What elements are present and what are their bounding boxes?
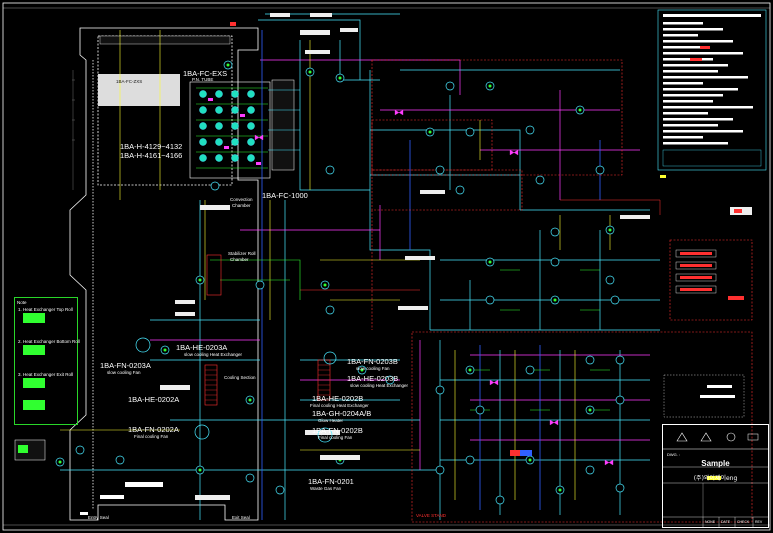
logo-icon xyxy=(726,432,736,442)
fan-symbols xyxy=(135,337,337,443)
warning-icon xyxy=(700,432,712,442)
fn-0203b-tag: 1BA-FN-0203B xyxy=(347,357,398,366)
right-panel-rows xyxy=(675,249,717,294)
he-0203a-tag: 1BA-HE-0203A xyxy=(176,343,228,352)
he-0203a-desc: slow cooling Heat Exchanger xyxy=(184,352,243,357)
he-0203b-tag: 1BA-HE-0203B xyxy=(347,374,399,383)
h-4129-label: 1BA-H-4129~4132 xyxy=(120,142,183,151)
heat-exchanger-stacks xyxy=(204,254,331,406)
entry-seal-label: Entry Seal xyxy=(88,515,109,520)
title-sample: Sample xyxy=(701,459,730,468)
footer-cell: REV xyxy=(755,520,763,524)
notes-panel xyxy=(657,9,767,171)
furnace-hatch xyxy=(98,74,180,106)
fn-0202a-tag: 1BA-FN-0202A xyxy=(128,425,179,434)
footer-cell: NONE xyxy=(705,520,716,524)
legend-row: 1. Heat Exchanger Top Roll xyxy=(18,307,73,312)
red-dashed-boundaries xyxy=(371,59,753,523)
stabilizer-sublabel: Chamber xyxy=(230,257,249,262)
fn-0201-tag: 1BA-FN-0201 xyxy=(308,477,354,486)
exit-seal-label: Exit Seal xyxy=(232,515,250,520)
company-name: (주)와이제이eng xyxy=(693,475,738,482)
fn-0203b-desc: slow cooling Fan xyxy=(356,366,390,371)
he-0202b-tag: 1BA-HE-0202B xyxy=(312,394,364,403)
legend-box: Note 1. Heat Exchanger Top Roll 2. Heat … xyxy=(14,297,80,425)
h-4161-label: 1BA-H-4161~4166 xyxy=(120,151,183,160)
warning-icon xyxy=(676,432,688,442)
valve-symbols xyxy=(254,109,614,466)
fn-0202b-tag: 1BA-FN-0202B xyxy=(312,426,363,435)
dwg-label: DWG. : xyxy=(667,452,681,457)
he-0202b-desc: Final cooling Heat Exchanger xyxy=(310,403,369,408)
convection-label: Convection xyxy=(230,197,253,202)
stamp-icon xyxy=(747,433,759,441)
pipe-network-blue xyxy=(261,30,601,520)
stabilizer-label: Stabilizer Roll xyxy=(228,251,256,256)
legend-row: 3. Heat Exchanger Exit Roll xyxy=(18,372,74,377)
fn-0203a-desc: slow cooling Fan xyxy=(107,370,141,375)
pipe-network-yellow xyxy=(60,30,611,500)
footer-cell: DATE xyxy=(721,520,731,524)
pipe-network-magenta xyxy=(150,59,650,470)
title-block-lines xyxy=(663,432,768,527)
legend-row: 2. Heat Exchanger Bottom Roll xyxy=(18,339,80,344)
convection-sublabel: Chamber xyxy=(232,203,251,208)
legend-title: Note xyxy=(17,300,27,305)
fc-1000-label: 1BA-FC-1000 xyxy=(262,191,308,200)
pipe-network-cyan xyxy=(60,13,660,520)
title-block: DWG. : Sample (주)와이제이eng NONE DATE CHECK… xyxy=(662,424,769,528)
he-0202a-tag: 1BA-HE-0202A xyxy=(128,395,180,404)
fn-0202a-desc: Final cooling Fan xyxy=(134,434,169,439)
instrument-bubble-cores xyxy=(58,63,612,492)
equipment-boxes xyxy=(160,13,752,500)
footer-cell: CHECK xyxy=(737,520,750,524)
fn-0203a-tag: 1BA-FN-0203A xyxy=(100,361,151,370)
valve-stand-label: VALVE STAND xyxy=(416,513,447,518)
fc-exs-label: 1BA-FC-EXS xyxy=(183,69,228,78)
fc-exs-module xyxy=(189,81,271,179)
fc-exs-sublabel: P.N. TUBE xyxy=(192,77,214,82)
fn-0201-desc: Waste Gas Fan xyxy=(310,486,342,491)
left-column-title: 1BA-FC-ZXS xyxy=(116,79,143,84)
gh-0204ab-desc: Glow Heater xyxy=(318,418,344,423)
he-0203b-desc: slow cooling Heat Exchanger xyxy=(350,383,409,388)
fn-0202b-desc: Final cooling Fan xyxy=(318,435,353,440)
cooling-section-label: Cooling Section xyxy=(224,375,256,380)
gh-0204ab-tag: 1BA-GH-0204A/B xyxy=(312,409,372,418)
instrument-bubbles xyxy=(55,60,625,505)
